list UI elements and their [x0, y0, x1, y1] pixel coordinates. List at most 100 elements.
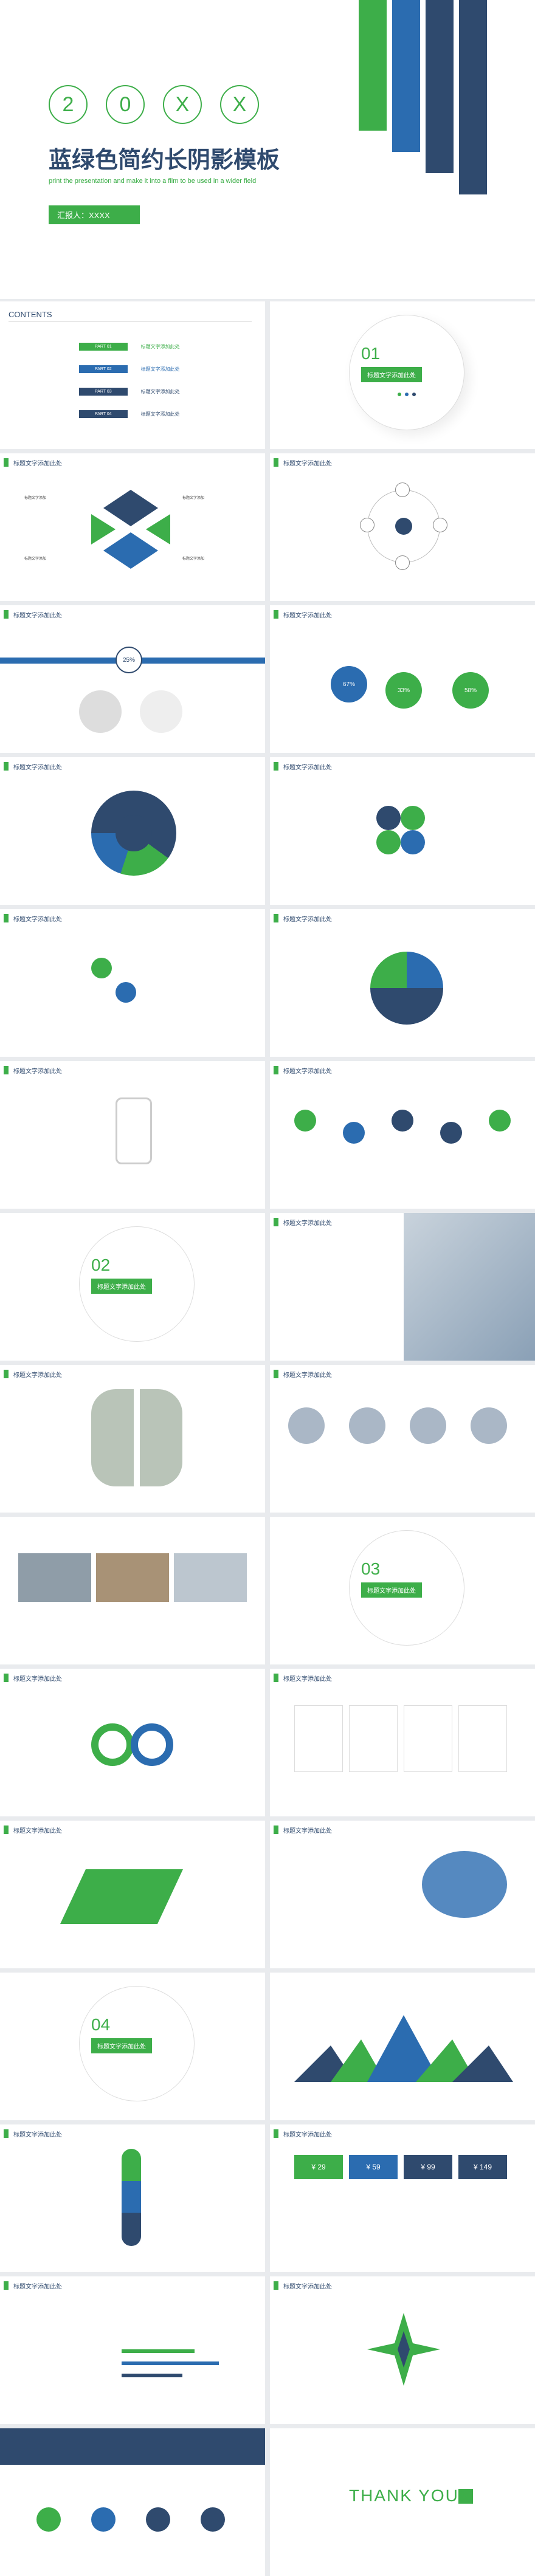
final-icon-4: [201, 2507, 225, 2532]
drop-2: 33%: [385, 672, 422, 709]
slide-network[interactable]: 标题文字添加此处: [270, 453, 535, 601]
final-icon-3: [146, 2507, 170, 2532]
slide-hexagon-diagram[interactable]: 标题文字添加此处 标题文字添加 标题文字添加 标题文字添加 标题文字添加: [0, 453, 265, 601]
slide-header-title: 标题文字添加此处: [283, 916, 332, 923]
slide-photo-hex[interactable]: 标题文字添加此处: [270, 1213, 535, 1361]
para-3: 标题文字添加: [24, 557, 47, 561]
slide-header-title: 标题文字添加此处: [13, 1372, 62, 1379]
slide-star[interactable]: 标题文字添加此处: [270, 2276, 535, 2424]
petal-4: [401, 830, 425, 854]
petal-3: [376, 830, 401, 854]
slide-header: 标题文字添加此处: [274, 1370, 332, 1379]
hexagon-diagram: [91, 490, 170, 569]
bar-1: [122, 2349, 195, 2353]
slide-bars[interactable]: 标题文字添加此处: [0, 2276, 265, 2424]
slide-thank-you[interactable]: THANK YOU: [270, 2428, 535, 2576]
slide-header-title: 标题文字添加此处: [283, 460, 332, 467]
slide-contents[interactable]: CONTENTS PART 01 标题文字添加此处 PART 02 标题文字添加…: [0, 301, 265, 449]
slide-flower[interactable]: 标题文字添加此处: [270, 757, 535, 905]
slide-section-2[interactable]: 02 标题文字添加此处: [0, 1213, 265, 1361]
slide-pricing[interactable]: 标题文字添加此处 ¥ 29 ¥ 59 ¥ 99 ¥ 149: [270, 2124, 535, 2272]
slide-cycle[interactable]: 标题文字添加此处: [0, 1669, 265, 1816]
para-1: 标题文字添加: [24, 496, 47, 500]
slide-header: 标题文字添加此处: [274, 1674, 332, 1683]
price-card-3[interactable]: ¥ 99: [404, 2155, 452, 2179]
slide-header-title: 标题文字添加此处: [283, 2131, 332, 2138]
team-photo-4: [471, 1407, 507, 1444]
slide-section-3[interactable]: 03 标题文字添加此处: [270, 1517, 535, 1664]
thank-you-text: THANK YOU: [349, 2486, 459, 2505]
section-num: 03: [361, 1559, 381, 1578]
briefcase-icon: [392, 1110, 413, 1132]
slide-phone-3d[interactable]: 标题文字添加此处: [0, 1821, 265, 1968]
gear-icon-1: [91, 958, 112, 978]
capsule: [122, 2149, 141, 2246]
card-3[interactable]: [404, 1705, 452, 1772]
slide-header-title: 标题文字添加此处: [283, 1372, 332, 1379]
para-2: 标题文字添加: [182, 496, 205, 500]
center-user-icon: [395, 518, 412, 535]
contents-item-2[interactable]: PART 02 标题文字添加此处: [79, 365, 180, 373]
office-photo-3: [174, 1553, 247, 1602]
slide-header: 标题文字添加此处: [4, 914, 62, 923]
final-header-band: [0, 2428, 265, 2465]
slide-header-title: 标题文字添加此处: [13, 612, 62, 619]
section-label: 标题文字添加此处: [91, 1279, 152, 1294]
slide-header-title: 标题文字添加此处: [283, 2283, 332, 2290]
slide-header-title: 标题文字添加此处: [283, 1068, 332, 1075]
slide-header: 标题文字添加此处: [274, 1218, 332, 1227]
price-card-1[interactable]: ¥ 29: [294, 2155, 343, 2179]
slide-icons-row[interactable]: 标题文字添加此处: [270, 1061, 535, 1209]
cover-slide[interactable]: 2 0 X X 蓝绿色简约长阴影模板 print the presentatio…: [0, 0, 535, 299]
slide-icon-cloud[interactable]: 标题文字添加此处: [270, 1821, 535, 1968]
office-photo-2: [96, 1553, 169, 1602]
phone-3d: [60, 1869, 183, 1924]
quad-circle: [370, 952, 443, 1025]
slide-phone[interactable]: 标题文字添加此处: [0, 1061, 265, 1209]
node-icon-1: [395, 483, 410, 497]
slide-quad-circle[interactable]: 标题文字添加此处: [270, 909, 535, 1057]
slide-team-photos[interactable]: 标题文字添加此处: [270, 1365, 535, 1513]
contents-item-4[interactable]: PART 04 标题文字添加此处: [79, 410, 180, 418]
slide-header: 标题文字添加此处: [4, 1674, 62, 1683]
slide-icon-cards[interactable]: 标题文字添加此处: [270, 1669, 535, 1816]
contents-item-3[interactable]: PART 03 标题文字添加此处: [79, 388, 180, 396]
contents-label-2: 标题文字添加此处: [140, 366, 180, 372]
cover-title: 蓝绿色简约长阴影模板: [49, 148, 280, 173]
slide-capsule[interactable]: 标题文字添加此处: [0, 2124, 265, 2272]
slide-header-title: 标题文字添加此处: [283, 612, 332, 619]
contents-item-1[interactable]: PART 01 标题文字添加此处: [79, 343, 180, 351]
slide-mountains[interactable]: [270, 1973, 535, 2120]
slide-final-icons[interactable]: [0, 2428, 265, 2576]
card-2[interactable]: [349, 1705, 398, 1772]
price-card-4[interactable]: ¥ 149: [458, 2155, 507, 2179]
slide-donut[interactable]: 标题文字添加此处: [0, 757, 265, 905]
right-drop: [140, 690, 182, 733]
gear-icon-2: [116, 982, 136, 1003]
cycle-right: [131, 1723, 173, 1766]
slide-drops[interactable]: 标题文字添加此处 67% 33% 58%: [270, 605, 535, 753]
slide-header: 标题文字添加此处: [274, 458, 332, 467]
slide-section-4[interactable]: 04 标题文字添加此处: [0, 1973, 265, 2120]
contents-tag-3: PART 03: [79, 388, 128, 396]
team-photo-3: [410, 1407, 446, 1444]
price-card-2[interactable]: ¥ 59: [349, 2155, 398, 2179]
slide-office-photos[interactable]: [0, 1517, 265, 1664]
card-1[interactable]: [294, 1705, 343, 1772]
photo-right: [140, 1389, 182, 1486]
slide-section-1[interactable]: 01 标题文字添加此处: [270, 301, 535, 449]
tablet-icon: [343, 1122, 365, 1144]
card-4[interactable]: [458, 1705, 507, 1772]
year-char-1: 2: [49, 85, 88, 124]
contents-tag-2: PART 02: [79, 365, 128, 373]
slide-curtains[interactable]: 标题文字添加此处: [0, 1365, 265, 1513]
slide-header: 标题文字添加此处: [4, 1826, 62, 1835]
stripe-navy-2: [459, 0, 487, 194]
drop-3: 58%: [452, 672, 489, 709]
slide-header: 标题文字添加此处: [4, 458, 62, 467]
left-drop: [79, 690, 122, 733]
slide-header-title: 标题文字添加此处: [283, 1827, 332, 1835]
petal-1: [376, 806, 401, 830]
slide-pipes[interactable]: 标题文字添加此处 25%: [0, 605, 265, 753]
slide-gears[interactable]: 标题文字添加此处: [0, 909, 265, 1057]
